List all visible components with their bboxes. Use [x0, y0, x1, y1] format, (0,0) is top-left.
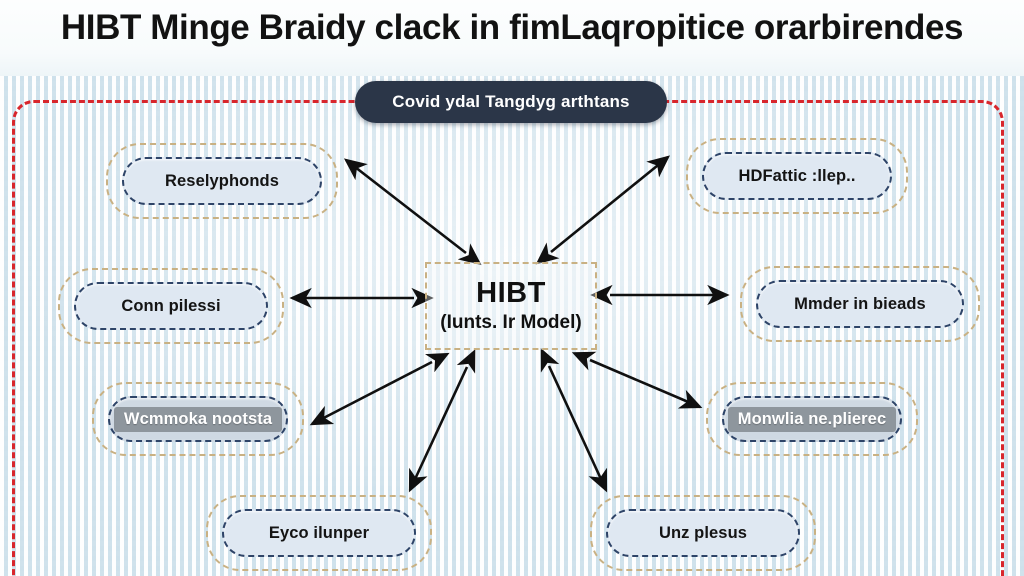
node-una-plesus-pill[interactable]: Unz plesus	[606, 509, 800, 557]
node-mmder-in-bieads-label: Mmder in bieads	[794, 294, 926, 313]
node-monwlia-neplierec-pill[interactable]: Monwlia ne.plierec	[722, 396, 902, 442]
node-conn-pilessi[interactable]: Conn pilessi	[58, 268, 284, 344]
node-reselyphonds[interactable]: Reselyphonds	[106, 143, 338, 219]
node-una-plesus-label: Unz plesus	[658, 523, 748, 542]
node-una-plesus[interactable]: Unz plesus	[590, 495, 816, 571]
node-wcmmoka-nootsta-pill[interactable]: Wcmmoka nootsta	[108, 396, 288, 442]
center-node-title: HIBT	[476, 276, 546, 309]
node-hdfattic-hlep[interactable]: HDFattic :llep..	[686, 138, 908, 214]
node-reselyphonds-pill[interactable]: Reselyphonds	[122, 157, 322, 205]
center-node[interactable]: HIBT (Iunts. Ir Model)	[425, 262, 597, 350]
page-title: HIBT Minge Braidy clack in fimLaqropitic…	[60, 8, 964, 47]
node-reselyphonds-label: Reselyphonds	[165, 171, 279, 190]
node-monwlia-neplierec[interactable]: Monwlia ne.plierec	[706, 382, 918, 456]
node-hdfattic-hlep-pill[interactable]: HDFattic :llep..	[702, 152, 892, 200]
title-band	[0, 0, 1024, 76]
node-hdfattic-hlep-label: HDFattic :llep..	[738, 166, 856, 185]
node-eyco-ilunper-pill[interactable]: Eyco ilunper	[222, 509, 416, 557]
subtitle-badge-label: Covid ydal Tangdyg arthtans	[392, 92, 630, 111]
center-node-subtitle: (Iunts. Ir Model)	[440, 312, 582, 334]
node-eyco-ilunper[interactable]: Eyco ilunper	[206, 495, 432, 571]
node-wcmmoka-nootsta-label: Wcmmoka nootsta	[113, 406, 283, 432]
node-wcmmoka-nootsta[interactable]: Wcmmoka nootsta	[92, 382, 304, 456]
node-conn-pilessi-pill[interactable]: Conn pilessi	[74, 282, 268, 330]
node-eyco-ilunper-label: Eyco ilunper	[268, 523, 370, 542]
node-conn-pilessi-label: Conn pilessi	[121, 296, 221, 315]
node-monwlia-neplierec-label: Monwlia ne.plierec	[727, 406, 897, 432]
node-mmder-in-bieads[interactable]: Mmder in bieads	[740, 266, 980, 342]
node-mmder-in-bieads-pill[interactable]: Mmder in bieads	[756, 280, 964, 328]
subtitle-badge: Covid ydal Tangdyg arthtans	[355, 81, 667, 123]
